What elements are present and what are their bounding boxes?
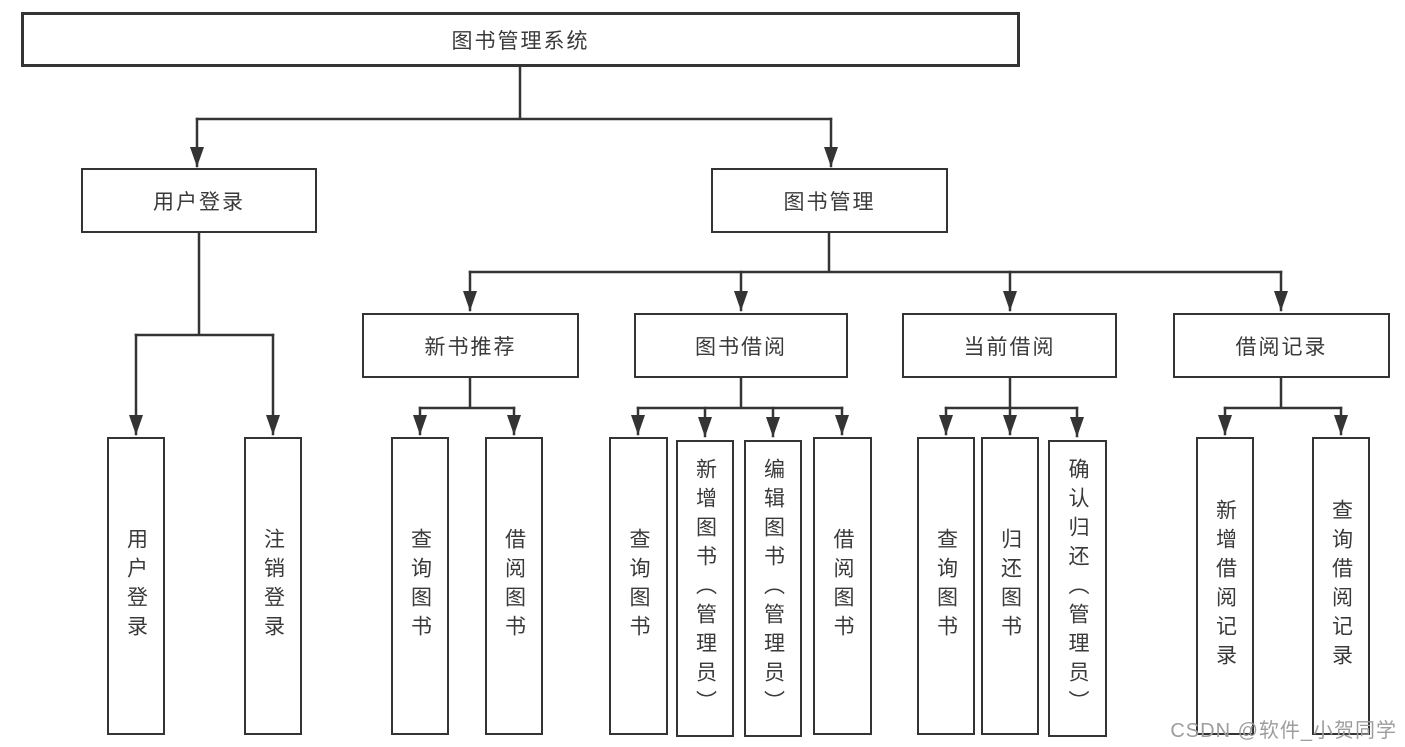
node-label: 查询图书 xyxy=(934,528,958,644)
node-label: 查询借阅记录 xyxy=(1329,499,1353,673)
node-label: 图书借阅 xyxy=(695,335,787,359)
node-label: 借阅图书 xyxy=(502,528,526,644)
node-label: 借阅记录 xyxy=(1235,335,1328,359)
node-label: 新书推荐 xyxy=(424,335,517,359)
leaf-cb-return-books: 归还图书 xyxy=(981,437,1039,735)
connector-borrowing-records-children xyxy=(1218,376,1348,436)
node-borrowing-records: 借阅记录 xyxy=(1173,313,1390,378)
node-label: 用户登录 xyxy=(124,528,148,644)
leaf-bb-add-books-admin: 新增图书（管理员） xyxy=(676,440,734,737)
leaf-br-add-record: 新增借阅记录 xyxy=(1196,437,1254,735)
leaf-cb-confirm-return-admin: 确认归还（管理员） xyxy=(1048,440,1107,737)
node-label: 当前借阅 xyxy=(963,335,1056,359)
node-book-borrowing: 图书借阅 xyxy=(634,313,848,378)
connector-root-to-level2 xyxy=(190,65,838,168)
node-label: 图书管理 xyxy=(783,190,876,214)
node-label: 归还图书 xyxy=(998,528,1022,644)
node-label: 查询图书 xyxy=(408,528,432,644)
connector-new-book-rec-children xyxy=(413,376,521,436)
node-label: 新增图书（管理员） xyxy=(693,458,717,719)
node-library-management-system: 图书管理系统 xyxy=(21,12,1020,67)
node-label: 查询图书 xyxy=(627,528,650,644)
node-label: 注销登录 xyxy=(261,528,285,644)
node-user-login: 用户登录 xyxy=(81,168,317,233)
node-label: 编辑图书（管理员） xyxy=(761,458,785,719)
csdn-watermark: CSDN @软件_小贺同学 xyxy=(1170,720,1397,742)
node-label: 借阅图书 xyxy=(831,528,854,644)
leaf-bb-query-books: 查询图书 xyxy=(609,437,668,735)
connector-book-management-children xyxy=(463,231,1288,312)
node-label: 用户登录 xyxy=(153,190,245,214)
connector-book-borrowing-children xyxy=(631,376,849,438)
connector-user-login-children xyxy=(129,231,280,436)
leaf-logout: 注销登录 xyxy=(244,437,302,735)
node-label: 确认归还（管理员） xyxy=(1066,458,1089,719)
leaf-nbr-borrow-books: 借阅图书 xyxy=(485,437,543,735)
node-label: 新增借阅记录 xyxy=(1213,499,1237,673)
leaf-nbr-query-books: 查询图书 xyxy=(391,437,449,735)
node-new-book-recommendation: 新书推荐 xyxy=(362,313,579,378)
leaf-user-login: 用户登录 xyxy=(107,437,165,735)
leaf-cb-query-books: 查询图书 xyxy=(917,437,975,735)
node-current-borrowing: 当前借阅 xyxy=(902,313,1117,378)
node-label: 图书管理系统 xyxy=(451,29,590,53)
leaf-br-query-record: 查询借阅记录 xyxy=(1312,437,1370,735)
connector-current-borrowing-children xyxy=(939,376,1084,438)
leaf-bb-borrow-books: 借阅图书 xyxy=(813,437,872,735)
node-book-management: 图书管理 xyxy=(711,168,948,233)
leaf-bb-edit-books-admin: 编辑图书（管理员） xyxy=(744,440,802,737)
